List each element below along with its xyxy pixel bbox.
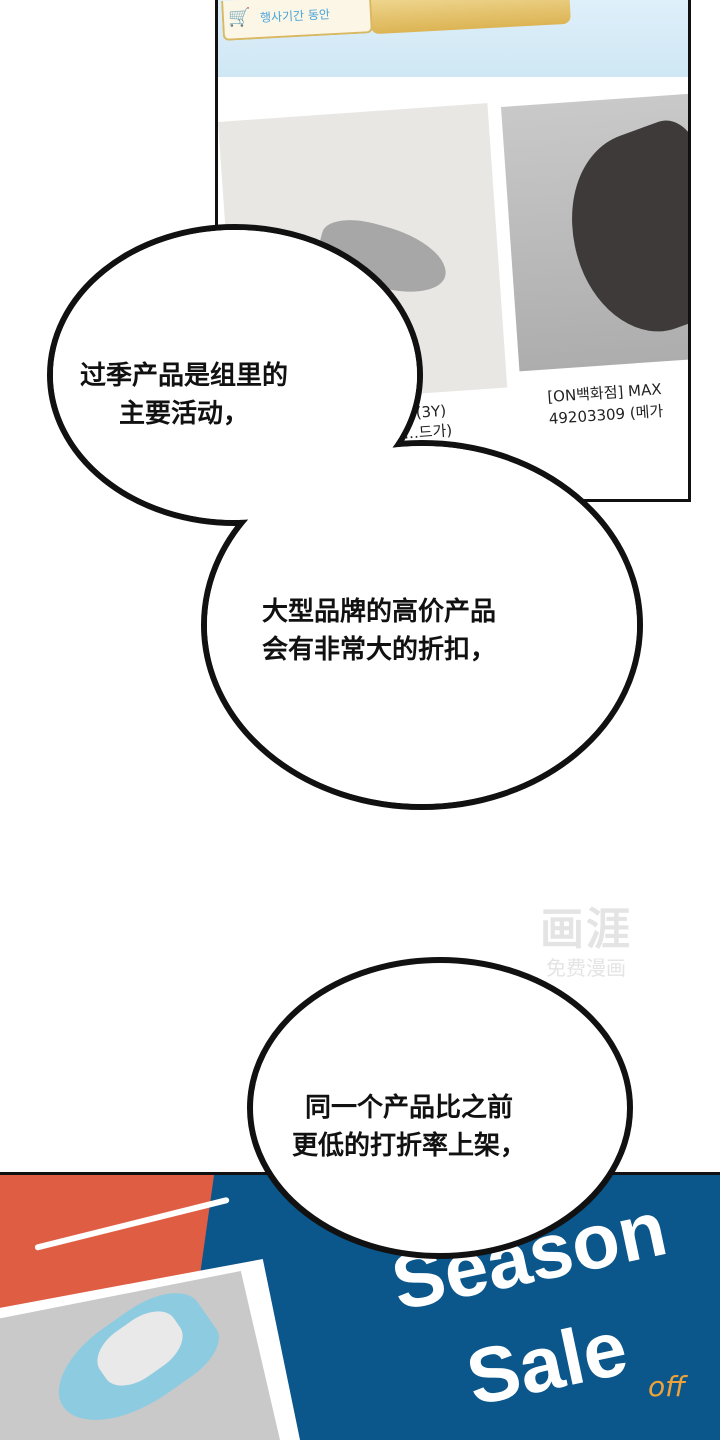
speech-bubble-1: 过季产品是组里的 主要活动， <box>80 357 288 433</box>
watermark-subtitle: 免费漫画 <box>546 956 626 980</box>
bubble-line: 更低的打折率上架， <box>292 1131 527 1161</box>
speech-bubble-3: 同一个产品比之前 更低的打折率上架， <box>292 1089 526 1165</box>
bubble-line: 同一个产品比之前 <box>305 1093 514 1123</box>
cart-icon: 🛒 <box>228 7 251 28</box>
bubble-line: 过季产品是组里的 <box>80 361 289 391</box>
bubble-line: 主要活动， <box>119 399 250 429</box>
bubble-line: 大型品牌的高价产品 <box>262 597 497 627</box>
bubble-outline <box>247 957 633 1259</box>
watermark-logo: 画涯 <box>540 904 632 955</box>
speech-bubble-2: 大型品牌的高价产品 会有非常大的折扣， <box>262 593 496 669</box>
off-label: off <box>648 1370 686 1403</box>
watermark: 画涯 免费漫画 <box>540 905 632 981</box>
bubble-line: 会有非常大的折扣， <box>262 635 497 665</box>
